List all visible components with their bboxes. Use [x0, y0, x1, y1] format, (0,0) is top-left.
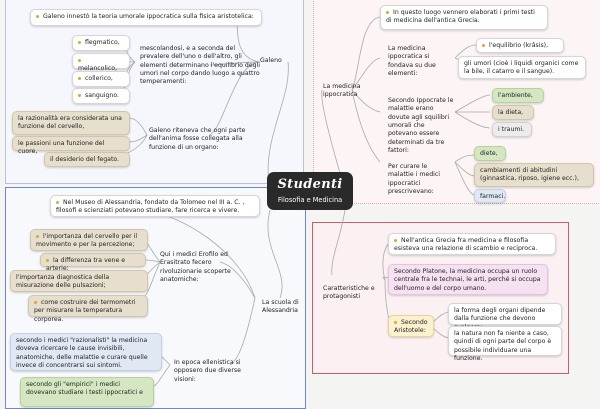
humor-text: melancolico,: [78, 65, 118, 73]
discovery-node[interactable]: come costruire dei termometri per misura…: [28, 295, 148, 323]
central-topic[interactable]: Studenti Filosofia e Medicina: [267, 172, 353, 210]
aristotele-item-node[interactable]: la forma degli organi dipende dalla funz…: [448, 303, 562, 331]
bullet-icon: [36, 14, 39, 18]
topic-caratteristiche[interactable]: Caratteristiche e protagonisti: [323, 285, 375, 301]
topic-galeno[interactable]: Galeno: [260, 57, 282, 64]
topic-scuola-alessandria[interactable]: La scuola di Alessandria: [262, 299, 299, 315]
platone-node[interactable]: Secondo Platone, la medicina occupa un r…: [388, 264, 548, 295]
bullet-icon: [78, 40, 81, 44]
factor-node[interactable]: l'ambiente,: [492, 88, 544, 103]
bullet-icon: [394, 238, 397, 242]
discovery-node[interactable]: la differenza tra vene e arterie;: [40, 253, 146, 272]
humor-node[interactable]: collerico,: [72, 71, 130, 87]
discovery-text: come costruire dei termometri per misura…: [34, 299, 136, 323]
studenti-logo: Studenti: [277, 177, 343, 192]
cure-node[interactable]: diete,: [474, 146, 506, 161]
humor-node[interactable]: sanguigno.: [72, 88, 130, 104]
organ-node[interactable]: la razionalità era considerata una funzi…: [12, 111, 130, 135]
elements-description[interactable]: La medicina ippocratica si fondava su du…: [388, 45, 436, 78]
galeno-intro-text: Galeno innestò la teoria umorale ippocra…: [43, 13, 254, 20]
organs-description[interactable]: Galeno riteneva che ogni parte dell'anim…: [149, 127, 246, 151]
discovery-text: l'importanza del cervello per il movimen…: [36, 233, 138, 249]
eta-description[interactable]: In epoca ellenistica si opposero due div…: [174, 359, 241, 383]
element-node[interactable]: gli umori (cioè i liquidi organici come …: [458, 56, 586, 79]
humor-text: sanguigno.: [85, 92, 119, 99]
bullet-icon: [394, 320, 397, 324]
aristotele-node[interactable]: Secondo Aristotele:: [388, 315, 434, 337]
bullet-icon: [56, 200, 59, 204]
empirici-node[interactable]: secondo gli "empirici" i medici dovevano…: [20, 377, 154, 407]
ippocrate-first-texts: In questo luogo vennero elaborati i prim…: [386, 9, 535, 25]
discovery-node[interactable]: l'importanza diagnostica della misurazio…: [10, 270, 148, 292]
aristotele-label: Secondo Aristotele:: [394, 319, 428, 335]
factor-node[interactable]: la dieta,: [492, 105, 534, 120]
bullet-icon: [78, 93, 81, 97]
discovery-text: la differenza tra vene e arterie;: [46, 257, 126, 273]
museo-text: Nel Museo di Alessandria, fondato da Tol…: [56, 199, 245, 215]
cure-node[interactable]: cambiamenti di abitudini (ginnastica, ri…: [474, 163, 594, 187]
aristotele-item-node[interactable]: la natura non fa niente a caso, quindi d…: [448, 326, 562, 362]
galeno-intro-node[interactable]: Galeno innestò la teoria umorale ippocra…: [30, 9, 262, 26]
element-text: l'equilibrio (krâsis),: [489, 42, 549, 49]
cure-node[interactable]: farmaci.: [474, 189, 506, 203]
humor-text: flegmatico,: [85, 39, 120, 46]
central-topic-title: Filosofia e Medicina: [277, 195, 343, 204]
factor-node[interactable]: i traumi.: [492, 122, 532, 137]
bullet-icon: [482, 43, 485, 47]
razionalisti-node[interactable]: secondo i medici "razionalisti" la medic…: [10, 333, 162, 371]
organ-node[interactable]: il desiderio del fegato.: [44, 152, 130, 167]
bullet-icon: [386, 10, 389, 14]
humors-description[interactable]: mescolandosi, e a seconda del prevalere …: [140, 45, 261, 86]
bullet-icon: [46, 258, 49, 262]
bullet-icon: [34, 300, 37, 304]
topic-medicina-ippocratica[interactable]: La medicina ippocratica: [323, 83, 361, 99]
humor-node[interactable]: melancolico,: [72, 53, 130, 73]
erofilo-description[interactable]: Qui i medici Erofilo ed Erasitrato fecer…: [160, 251, 231, 284]
alessandria-region: [5, 187, 306, 409]
grecia-relation-text: Nell'antica Grecia fra medicina e filoso…: [394, 237, 538, 253]
ippocrate-first-texts-node[interactable]: In questo luogo vennero elaborati i prim…: [380, 5, 548, 30]
organ-node[interactable]: le passioni una funzione del cuore,: [12, 136, 130, 155]
discovery-node[interactable]: l'importanza del cervello per il movimen…: [30, 229, 148, 251]
grecia-relation-node[interactable]: Nell'antica Grecia fra medicina e filoso…: [388, 233, 556, 255]
element-node[interactable]: l'equilibrio (krâsis),: [476, 38, 564, 53]
factors-description[interactable]: Secondo Ippocrate le malattie erano dovu…: [388, 97, 454, 155]
humor-text: collerico,: [85, 75, 113, 82]
bullet-icon: [78, 76, 81, 80]
cures-description[interactable]: Per curare le malattie i medici ippocrat…: [388, 163, 440, 196]
humor-node[interactable]: flegmatico,: [72, 35, 130, 51]
bullet-icon: [36, 234, 39, 238]
museo-node[interactable]: Nel Museo di Alessandria, fondato da Tol…: [50, 195, 260, 217]
bullet-icon: [78, 58, 81, 62]
